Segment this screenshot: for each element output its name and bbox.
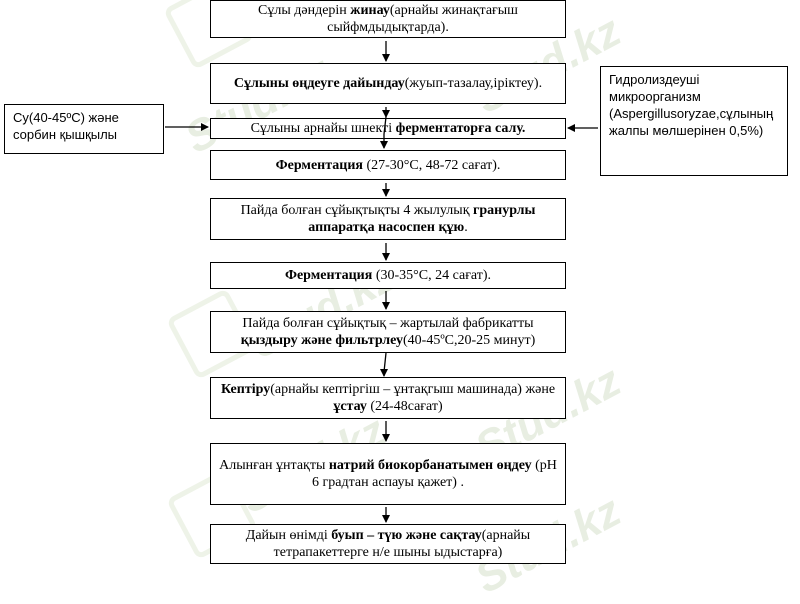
box-text: Гидролиздеуші микроорганизм (Aspergillus… <box>609 71 779 139</box>
step-preparation: Сұлыны өңдеуге дайындау(жуып-тазалау,ірі… <box>210 63 566 104</box>
step-load-fermenter: Сұлыны арнайы шнекті ферментаторға салу. <box>210 118 566 139</box>
connector-arrows <box>165 41 598 523</box>
input-microorganism: Гидролиздеуші микроорганизм (Aspergillus… <box>600 66 788 176</box>
text-segment: (арнайы кептіргіш – ұнтақгыш машинада) ж… <box>270 382 556 397</box>
text-bold-segment: Aspergillusoryzae <box>613 106 716 121</box>
text-segment: (арнайы жинақтағыш сыйфмдыдықтарда). <box>327 3 518 35</box>
step-drying: Кептіру(арнайы кептіргіш – ұнтақгыш маши… <box>210 377 566 419</box>
step-fermentation-2: Ферментация (30-35°С, 24 сағат). <box>210 262 566 289</box>
text-segment: (жуып-тазалау,іріктеу). <box>404 76 543 91</box>
box-text: Алынған ұнтақты натрий биокорбанатымен ө… <box>217 457 559 491</box>
text-bold-segment: Ферментация <box>275 157 363 173</box>
text-segment: Пайда болған сұйықтықты 4 жылулық <box>240 203 473 218</box>
box-text: Сұлыны өңдеуге дайындау(жуып-тазалау,ірі… <box>217 75 559 92</box>
text-bold-segment: натрий биокорбанатымен өңдеу <box>328 458 532 473</box>
box-text: Ферментация (30-35°С, 24 сағат). <box>217 267 559 284</box>
text-segment: (30-35°С, 24 сағат). <box>372 268 492 283</box>
text-bold-segment: буып – түю және сақтау <box>331 528 482 543</box>
box-text: Кептіру(арнайы кептіргіш – ұнтақгыш маши… <box>217 381 559 415</box>
text-segment: (рН 6 градтан аспауы қажет) . <box>312 458 557 490</box>
step-harvest: Сұлы дәндерін жинау(арнайы жинақтағыш сы… <box>210 0 566 38</box>
text-segment: Пайда болған сұйықтық – жартылай фабрика… <box>242 316 534 331</box>
box-text: Пайда болған сұйықтық – жартылай фабрика… <box>217 315 559 349</box>
text-segment: Дайын өнімді <box>245 528 332 543</box>
text-segment: (27-30°С, 48-72 сағат). <box>362 157 501 173</box>
text-segment: . <box>464 220 468 235</box>
text-bold-segment: ферментаторға салу. <box>395 121 526 136</box>
text-bold-segment: гранурлы аппаратқа насоспен құю <box>308 203 536 235</box>
step-packaging: Дайын өнімді буып – түю және сақтау(арна… <box>210 524 566 564</box>
step-pump-granular: Пайда болған сұйықтықты 4 жылулық гранур… <box>210 198 566 240</box>
step-fermentation-1: Ферментация (27-30°С, 48-72 сағат). <box>210 150 566 180</box>
text-bold-segment: Ферментация <box>284 268 373 283</box>
box-text: Дайын өнімді буып – түю және сақтау(арна… <box>217 527 559 561</box>
box-text: Сұлыны арнайы шнекті ферментаторға салу. <box>217 120 559 137</box>
box-text: Ферментация (27-30°С, 48-72 сағат). <box>217 157 559 174</box>
step-soda-treatment: Алынған ұнтақты натрий биокорбанатымен ө… <box>210 443 566 505</box>
text-segment: Гидролиздеуші микроорганизм ( <box>609 72 701 121</box>
text-bold-segment: ұстау <box>333 399 367 414</box>
text-segment: ,сұлының жалпы мөлшерінен <box>609 106 774 138</box>
text-segment: Алынған ұнтақты <box>219 458 329 473</box>
box-text: Пайда болған сұйықтықты 4 жылулық гранур… <box>217 202 559 236</box>
text-segment: Сұлыны арнайы шнекті <box>250 121 396 136</box>
text-segment: (арнайы тетрапакеттерге н/е шыны ыдыстар… <box>273 528 531 560</box>
text-bold-segment: Кептіру <box>220 382 271 397</box>
text-bold-segment: қыздыру және фильтрлеу <box>240 333 403 348</box>
text-bold-segment: Сұлыны өңдеуге дайындау <box>233 76 405 91</box>
arrow-7-8 <box>380 352 388 377</box>
text-segment: Сұлы дәндерін <box>258 3 351 18</box>
text-bold-segment: жинау <box>350 3 390 18</box>
box-text: Сұлы дәндерін жинау(арнайы жинақтағыш сы… <box>217 2 559 36</box>
text-segment: (40-45ºС,20-25 минут) <box>403 333 536 348</box>
input-water-sorbic-acid: Су(40-45ºС) және сорбин қышқылы <box>4 104 164 154</box>
input-water-sorbic-acid-text: Су(40-45ºС) және сорбин қышқылы <box>13 110 119 142</box>
text-segment: (24-48сағат) <box>366 399 443 414</box>
step-heat-filter: Пайда болған сұйықтық – жартылай фабрика… <box>210 311 566 353</box>
text-bold-segment: 0,5%) <box>729 123 764 138</box>
arrow-3-4 <box>380 116 388 149</box>
